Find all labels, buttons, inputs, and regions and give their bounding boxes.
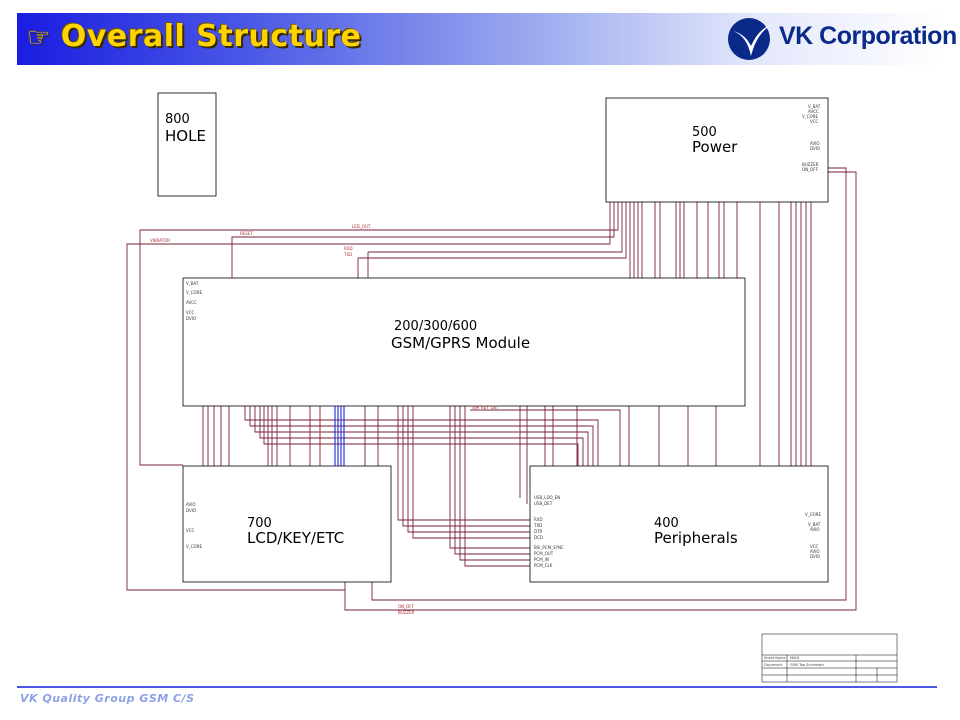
block-peripherals-number: 400: [654, 516, 679, 531]
pin-label: VCC: [810, 544, 819, 549]
pin-label: VCC: [186, 310, 195, 315]
pin-label: DVIO: [186, 316, 196, 321]
pin-label: VCC: [186, 528, 195, 533]
pin-label: BSI_PCM_SYNC: [534, 545, 564, 550]
header-bar: ☞ Overall Structure: [17, 13, 943, 65]
pin-label: VCC: [810, 119, 819, 124]
net-label: LED_OUT: [352, 224, 371, 229]
pin-label: V_BAT: [186, 281, 199, 286]
data-bus-lines: [334, 400, 345, 466]
pin-label: DVIO: [810, 146, 820, 151]
pin-label: RXD: [534, 517, 543, 522]
pin-label: AVCC: [808, 109, 819, 114]
pin-label: V_CORE: [186, 290, 202, 295]
footer-divider: [17, 686, 937, 688]
block-power: 500 Power V_BAT AVCC V_CORE VCC AVIO DVI…: [605, 97, 829, 203]
wire-bundle: [126, 167, 857, 611]
title-block-label: Sheet Name: [764, 656, 786, 660]
pin-label: DCD: [534, 535, 543, 540]
pin-label: BUZZER: [802, 162, 819, 167]
net-label: TXD: [343, 252, 352, 257]
page-title-text: Overall Structure: [60, 19, 362, 54]
block-gsm-number: 200/300/600: [394, 319, 477, 334]
pin-label: V_CORE: [802, 114, 818, 119]
pin-label: PCM_CLK: [534, 563, 553, 568]
swoosh-logo-icon: [728, 18, 773, 60]
net-label: ON_OFF: [398, 604, 415, 609]
block-power-name: Power: [692, 138, 738, 156]
pin-label: V_BAT: [808, 522, 821, 527]
block-hole: 800 HOLE: [157, 92, 217, 197]
pin-label: AVIO: [810, 549, 820, 554]
block-lcd-name: LCD/KEY/ETC: [247, 529, 344, 547]
block-lcd-number: 700: [247, 516, 272, 531]
block-lcd: 700 LCD/KEY/ETC AVIO DVIO VCC V_CORE: [182, 465, 392, 583]
pin-label: V_BAT: [808, 104, 821, 109]
pin-label: AVIO: [186, 502, 196, 507]
schematic-title-block: [761, 633, 898, 683]
block-hole-number: 800: [165, 112, 190, 127]
pin-label: ON_OFF: [802, 167, 819, 172]
pin-label: AVIO: [810, 141, 820, 146]
pin-label: PCM_OUT: [534, 551, 554, 556]
page-title: ☞ Overall Structure: [27, 19, 362, 54]
block-power-number: 500: [692, 125, 717, 140]
pin-label: V_CORE: [805, 512, 821, 517]
footer-text: VK Quality Group GSM C/S: [20, 692, 195, 705]
pin-label: DTR: [534, 529, 543, 534]
block-peripherals-name: Peripherals: [654, 529, 738, 547]
block-gsm-name: GSM/GPRS Module: [391, 334, 530, 352]
pin-label: AVCC: [186, 300, 197, 305]
net-label: RESET: [240, 231, 253, 236]
title-block-label: Document: [764, 663, 783, 667]
title-block-value: MAIN: [790, 656, 799, 660]
company-logo: VK Corporation: [727, 14, 957, 64]
title-block-value: GSM Top Schematic: [790, 663, 825, 667]
pin-label: USB_LDO_EN: [534, 495, 560, 500]
block-peripherals: 400 Peripherals V_CORE V_BAT AVIO VCC AV…: [529, 465, 829, 583]
pin-label: TXD: [533, 523, 542, 528]
block-hole-name: HOLE: [165, 127, 206, 145]
pin-label: DVIO: [810, 554, 820, 559]
brand-name: VK Corporation: [779, 22, 957, 50]
pointing-hand-icon: ☞: [27, 23, 51, 53]
pin-label: PCM_IN: [534, 557, 549, 562]
pin-label: AVIO: [810, 527, 820, 532]
net-label: RXD: [344, 246, 353, 251]
pin-label: USB_DET: [534, 501, 553, 506]
pin-label: V_CORE: [186, 544, 202, 549]
net-label: BUZZER: [398, 610, 415, 615]
net-label: VIBRATOR: [150, 238, 170, 243]
net-label: SIM_KEY_DET: [472, 405, 499, 410]
block-gsm: 200/300/600 GSM/GPRS Module V_BAT V_CORE…: [182, 277, 746, 407]
pin-label: DVIO: [186, 508, 196, 513]
